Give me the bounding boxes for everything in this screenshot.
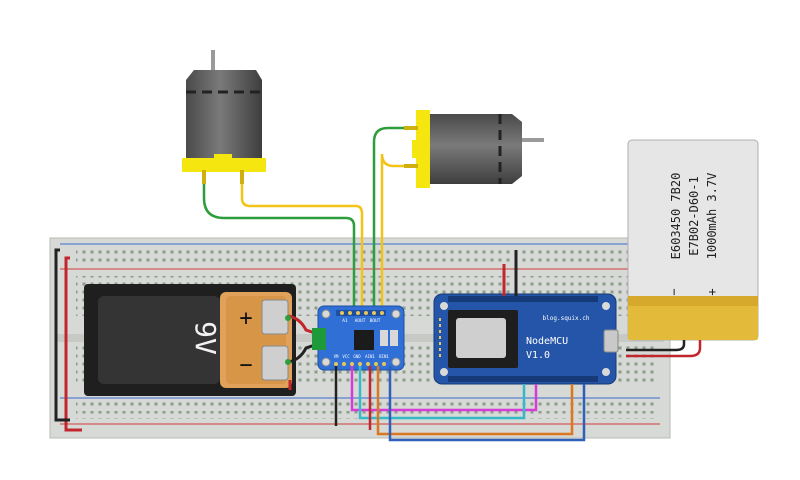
driver-pin-bin1: BIN1 [379, 354, 389, 359]
wire-lipo-black [626, 340, 686, 352]
lipo-plus: + [705, 288, 719, 295]
wire-motor1-yellow [240, 184, 364, 310]
battery-9v: + − 9V [84, 284, 296, 396]
nodemcu-url: blog.squix.ch [543, 315, 590, 322]
wire-black-left-rail [54, 248, 70, 422]
dc-motor-right [404, 110, 544, 188]
battery-minus-sign: − [239, 353, 252, 378]
wire-motor2-green [372, 126, 404, 310]
lipo-battery: E603450 7B20 E7B02-D60-1 1000mAh 3.7V − … [627, 139, 759, 341]
lipo-minus: − [667, 288, 681, 295]
driver-pin-vm: VM [334, 354, 339, 359]
wire-cyan [358, 366, 526, 420]
lipo-line2: E7B02-D60-1 [687, 176, 701, 255]
driver-pin-a1: A1 [342, 318, 348, 324]
wire-orange [376, 366, 574, 436]
motor-driver-board: AOUT BOUT A1 VM VCC GND AIN1 BIN1 [312, 305, 405, 371]
wire-red-left-rail [64, 256, 82, 432]
wire-motor1-green [202, 184, 356, 310]
nodemcu-version: V1.0 [526, 350, 550, 361]
wire-blue [388, 366, 586, 442]
dc-motor-left [182, 50, 266, 184]
driver-pin-gnd: GND [353, 354, 361, 359]
nodemcu-board: blog.squix.ch NodeMCU V1.0 [433, 293, 619, 385]
driver-pin-bout: BOUT [370, 318, 381, 324]
driver-pin-vcc: VCC [342, 354, 350, 359]
battery-9v-label: 9V [189, 321, 222, 355]
wire-magenta [350, 366, 538, 412]
wire-lipo-red [626, 340, 702, 358]
lipo-line1: E603450 7B20 [669, 173, 683, 260]
battery-terminal-minus [261, 345, 289, 381]
wire-motor2-yellow [380, 153, 404, 310]
driver-pin-ain1: AIN1 [365, 354, 375, 359]
driver-pin-aout: AOUT [355, 318, 366, 324]
battery-plus-sign: + [239, 306, 252, 331]
nodemcu-name: NodeMCU [526, 336, 568, 347]
battery-terminal-plus [261, 299, 289, 335]
lipo-line3: 1000mAh 3.7V [705, 173, 719, 260]
